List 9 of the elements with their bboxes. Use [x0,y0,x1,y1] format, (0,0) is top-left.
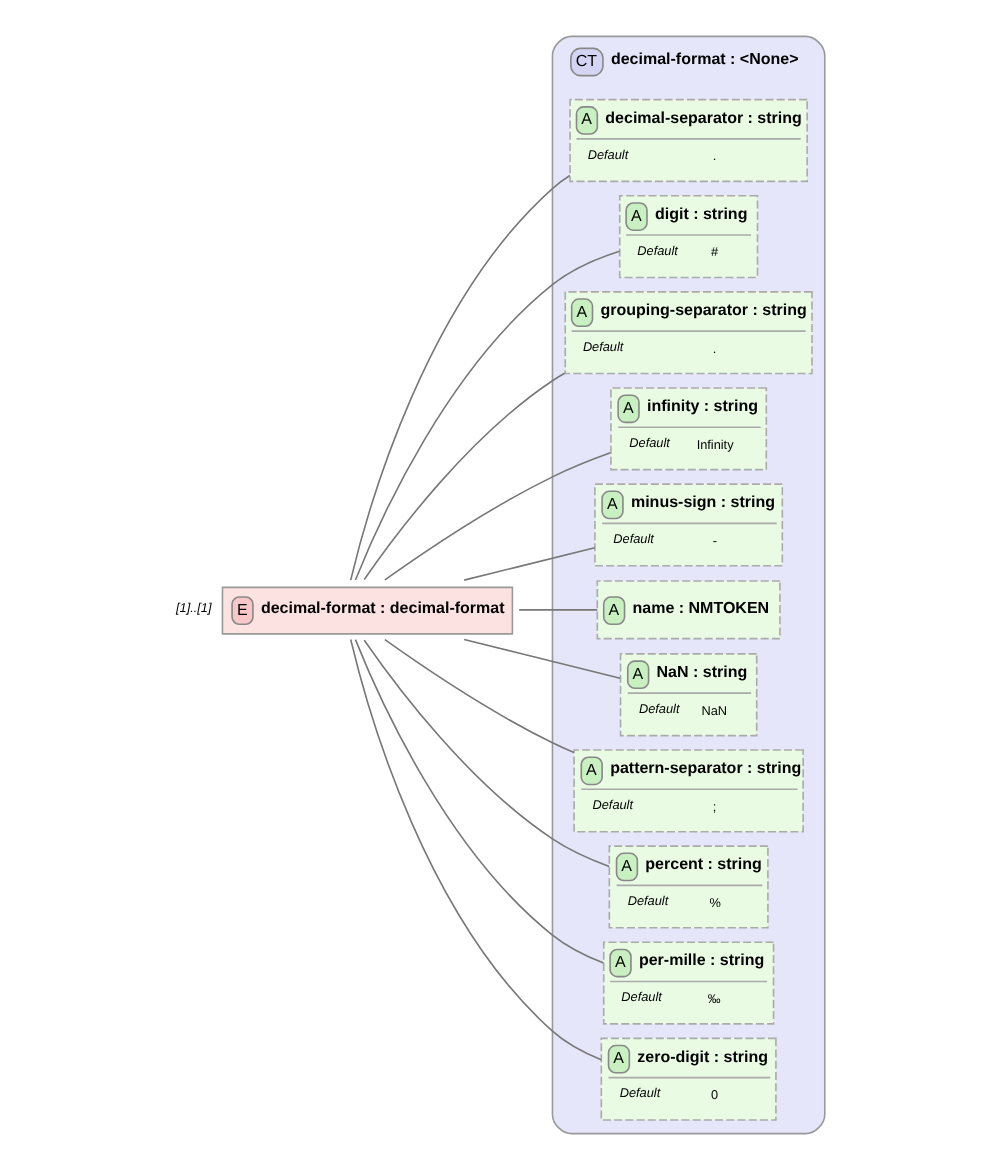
connector [517,609,598,611]
connector [362,372,565,581]
connector [462,638,620,679]
connector [348,174,570,581]
connector [383,638,574,754]
connector [462,547,595,581]
connector [383,452,611,581]
connector [362,639,609,868]
node-box: A name : NMTOKEN [595,580,780,640]
